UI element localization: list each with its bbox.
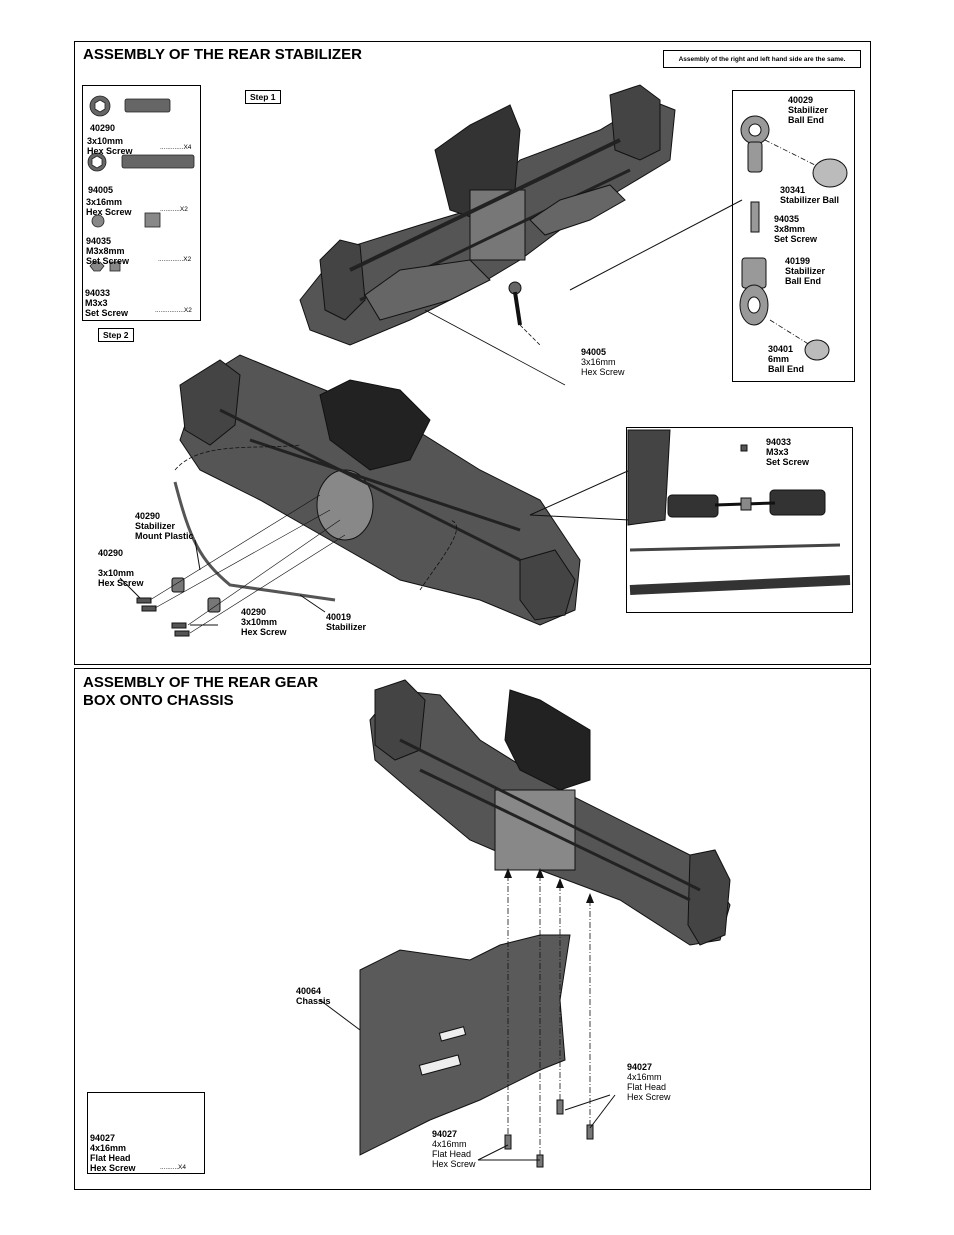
rear-stabilizer-panel <box>74 41 871 665</box>
part-94033-desc: M3x3 Set Screw <box>85 298 129 318</box>
parts-box-section2 <box>87 1092 205 1174</box>
stabilizer-mount-icon <box>171 577 221 613</box>
part-94033-qty: ................X2 <box>155 307 192 314</box>
callout-line <box>477 1144 509 1161</box>
callout-line <box>319 999 361 1031</box>
part-40290-qty: .............X4 <box>160 144 192 151</box>
section-title-gearbox-chassis: ASSEMBLY OF THE REAR GEAR BOX ONTO CHASS… <box>83 674 319 709</box>
part-94005: 94005 <box>88 185 114 195</box>
part-94027-qty: ..........X4 <box>160 1164 187 1171</box>
part-94035: 94035 <box>86 236 112 246</box>
callout-line <box>569 199 743 291</box>
rear-gearbox-chassis-panel <box>74 668 871 1190</box>
part-40290: 40290 <box>90 123 116 133</box>
callout-line <box>529 514 631 521</box>
guide-line <box>424 309 566 386</box>
callout-line <box>299 594 326 613</box>
part-94005-desc: 3x16mm Hex Screw <box>86 197 132 217</box>
guide-line <box>174 444 301 471</box>
guide-line <box>764 139 816 166</box>
guide-line <box>149 494 321 601</box>
part-40290-desc: 3x10mm Hex Screw <box>87 136 133 156</box>
arrow-icon <box>504 868 594 903</box>
part-94035-desc: M3x8mm Set Screw <box>86 246 130 266</box>
gearbox-assembly-section2 <box>369 679 731 946</box>
step-2-label: Step 2 <box>98 328 134 342</box>
stabilizer-link-step1 <box>508 281 522 326</box>
chassis-plate <box>359 934 571 1156</box>
guide-line <box>419 519 457 591</box>
hex-screw-icon <box>87 95 195 172</box>
assembly-note: Assembly of the right and left hand side… <box>663 50 861 68</box>
callout-line <box>119 577 141 599</box>
parts-box-step1 <box>82 85 201 321</box>
set-screw-detail <box>627 429 851 595</box>
callout-line <box>589 1094 616 1129</box>
guide-line <box>769 319 811 346</box>
flat-head-screw-icon <box>504 1099 594 1168</box>
section-title-rear-stabilizer: ASSEMBLY OF THE REAR STABILIZER <box>83 46 362 63</box>
hex-screw-icon <box>136 597 190 637</box>
guide-line <box>189 534 346 634</box>
part-94005-qty: ...........X2 <box>160 206 188 213</box>
stabilizer-ball-icon <box>804 158 848 361</box>
set-screw-icon <box>89 212 161 272</box>
step-1-label: Step 1 <box>245 90 281 104</box>
stabilizer-bar <box>173 481 336 602</box>
mounting-guide-lines <box>507 875 591 1155</box>
guide-line <box>154 509 331 609</box>
gearbox-assembly-step1 <box>299 84 676 346</box>
guide-line <box>519 324 541 346</box>
callout-line <box>564 1094 611 1111</box>
gearbox-assembly-step2 <box>179 354 581 626</box>
part-94033: 94033 <box>85 288 111 298</box>
callout-line <box>529 469 631 516</box>
callout-line <box>194 539 201 571</box>
ball-end-icon <box>739 115 770 326</box>
guide-line <box>187 519 341 626</box>
part-94035-qty: ..............X2 <box>158 256 192 263</box>
